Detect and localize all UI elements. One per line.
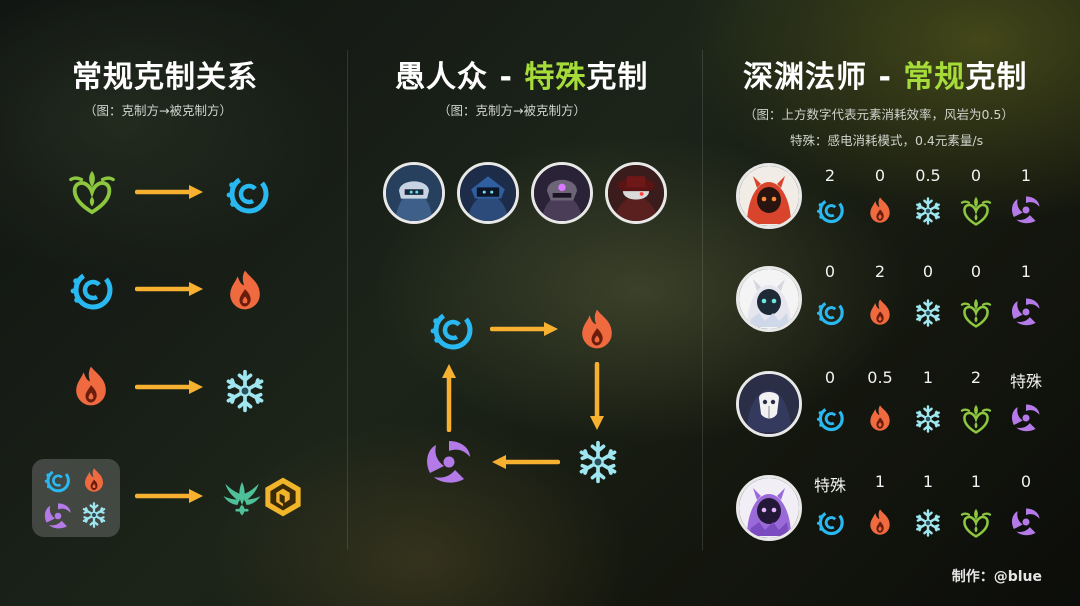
pyro-icon xyxy=(865,194,895,226)
cryo-abyss-mage xyxy=(736,266,802,332)
pyro-icon xyxy=(68,362,114,410)
cryo-icon xyxy=(913,404,943,434)
efficiency-value: 0 xyxy=(824,262,836,281)
cryo-agent-portrait xyxy=(457,162,519,224)
divider-right xyxy=(702,50,703,550)
efficiency-value: 2 xyxy=(970,368,982,387)
cryo-icon xyxy=(575,439,621,485)
right-subtitle-1: （图：上方数字代表元素消耗效率，风岩为0.5） xyxy=(744,107,1014,122)
cryo-icon xyxy=(913,298,943,328)
hydro-icon xyxy=(66,264,116,314)
pyro-icon xyxy=(865,506,895,538)
pyro-icon xyxy=(574,305,620,353)
electro-icon xyxy=(1010,402,1042,434)
right-title-prefix: 深渊法师 - xyxy=(743,60,904,95)
electro-icon xyxy=(1010,506,1042,538)
arrow-right-icon xyxy=(490,319,560,339)
arrow-down-icon xyxy=(587,362,607,432)
hydro-icon xyxy=(814,402,846,434)
middle-title-highlight: 特殊 xyxy=(524,60,587,95)
efficiency-value: 0 xyxy=(970,166,982,185)
pyro-abyss-mage xyxy=(736,163,802,229)
dendro-icon xyxy=(960,507,992,539)
cryo-icon xyxy=(913,508,943,538)
right-title-suffix: 克制 xyxy=(965,60,1028,95)
right-title: 深渊法师 - 常规克制 xyxy=(743,52,1027,96)
hydro-icon xyxy=(814,506,846,538)
efficiency-value: 特殊 xyxy=(813,476,846,495)
pyro-icon xyxy=(80,465,108,495)
right-subtitle-2: 特殊：感电消耗模式，0.4元素量/s xyxy=(790,133,984,148)
arrow-right-icon xyxy=(135,182,205,202)
electro-abyss-mage xyxy=(736,475,802,541)
arrow-right-icon xyxy=(135,377,205,397)
efficiency-value: 1 xyxy=(922,472,934,491)
arrow-up-icon xyxy=(439,362,459,432)
efficiency-value: 0.5 xyxy=(867,368,893,387)
geo-icon xyxy=(262,474,304,520)
middle-subtitle: （图：克制方→被克制方） xyxy=(438,103,586,118)
hydro-abyss-mage xyxy=(736,371,802,437)
electro-icon xyxy=(1010,296,1042,328)
element-group-box xyxy=(32,459,120,537)
dendro-icon xyxy=(960,403,992,435)
efficiency-value: 0 xyxy=(1020,472,1032,491)
electro-icon xyxy=(424,437,474,487)
efficiency-value: 1 xyxy=(1020,166,1032,185)
middle-title: 愚人众 - 特殊克制 xyxy=(395,52,648,96)
left-subtitle: （图：克制方→被克制方） xyxy=(84,103,232,118)
hydro-icon xyxy=(814,296,846,328)
efficiency-value: 0 xyxy=(970,262,982,281)
dendro-icon xyxy=(68,168,116,216)
dendro-icon xyxy=(960,195,992,227)
efficiency-value: 1 xyxy=(1020,262,1032,281)
hydro-agent-portrait xyxy=(383,162,445,224)
efficiency-value: 1 xyxy=(970,472,982,491)
efficiency-value: 1 xyxy=(922,368,934,387)
pyro-icon xyxy=(865,402,895,434)
pyro-icon xyxy=(222,266,268,314)
anemo-icon xyxy=(220,474,264,520)
pyro-icon xyxy=(865,296,895,328)
efficiency-value: 0.5 xyxy=(915,166,941,185)
dendro-icon xyxy=(960,297,992,329)
efficiency-value: 1 xyxy=(874,472,886,491)
electro-agent-portrait xyxy=(531,162,593,224)
hydro-icon xyxy=(426,304,476,354)
efficiency-value: 2 xyxy=(874,262,886,281)
efficiency-value: 特殊 xyxy=(1009,372,1042,391)
electro-icon xyxy=(1010,194,1042,226)
efficiency-value: 0 xyxy=(922,262,934,281)
efficiency-value: 0 xyxy=(874,166,886,185)
credit-text: 制作：@blue xyxy=(951,569,1042,585)
efficiency-value: 2 xyxy=(824,166,836,185)
cryo-icon xyxy=(913,196,943,226)
hydro-icon xyxy=(814,194,846,226)
arrow-left-icon xyxy=(490,452,560,472)
hydro-icon xyxy=(42,465,72,495)
left-title: 常规克制关系 xyxy=(72,60,258,95)
arrow-right-icon xyxy=(135,279,205,299)
cryo-icon xyxy=(222,368,268,414)
middle-title-prefix: 愚人众 - xyxy=(395,60,525,95)
electro-icon xyxy=(43,501,73,531)
cryo-icon xyxy=(80,501,108,529)
hydro-icon xyxy=(222,168,272,218)
divider-left xyxy=(347,50,348,550)
arrow-right-icon xyxy=(135,486,205,506)
middle-title-suffix: 克制 xyxy=(586,60,649,95)
efficiency-value: 0 xyxy=(824,368,836,387)
right-title-highlight: 常规 xyxy=(903,60,966,95)
pyro-agent-portrait xyxy=(605,162,667,224)
